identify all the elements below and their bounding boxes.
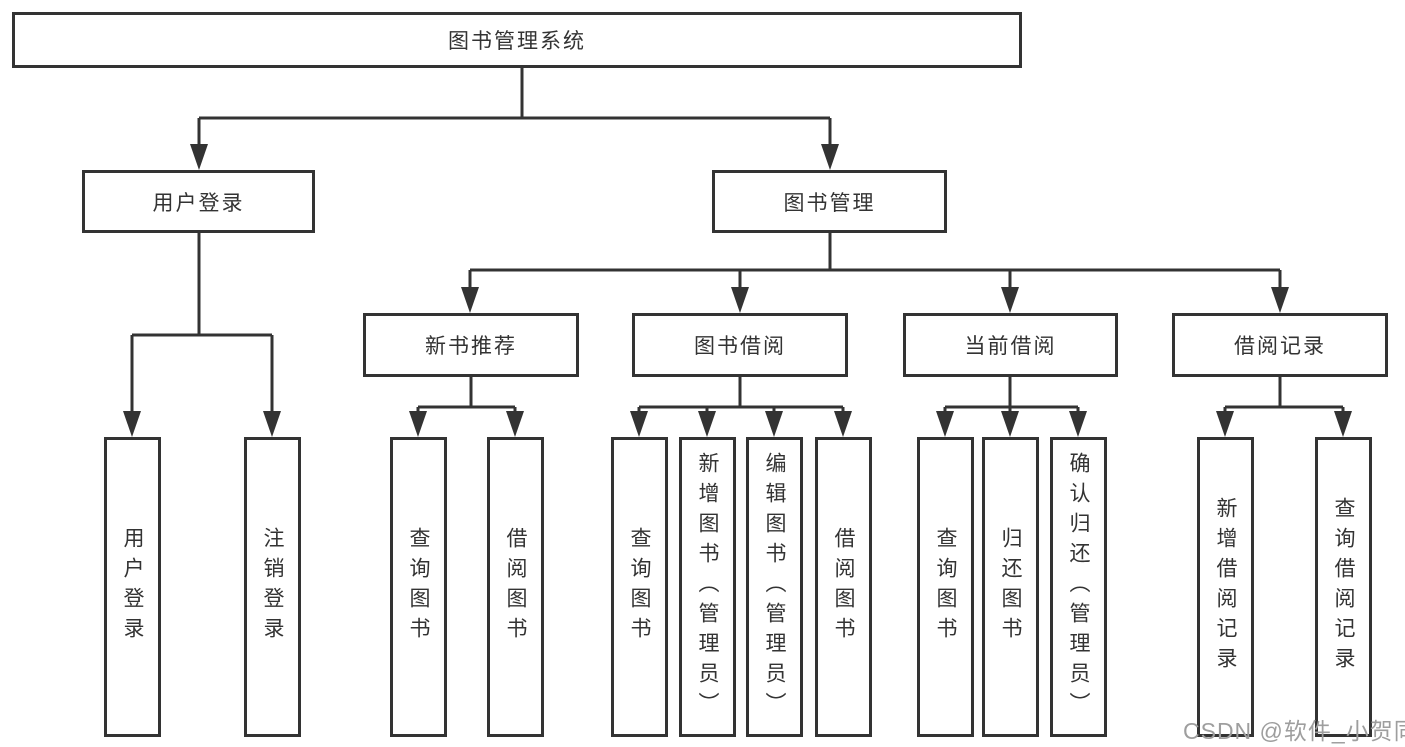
node-label: 借阅图书 (832, 527, 855, 647)
connector-user-login-split (123, 233, 281, 437)
arrowhead-down (123, 411, 141, 437)
node-label: 用户登录 (152, 191, 245, 215)
node-label: 查询图书 (934, 527, 957, 647)
node-label: 归还图书 (999, 527, 1022, 647)
leaf-current-confirm-return-admin: 确认归还（管理员） (1050, 437, 1107, 737)
leaf-add-borrow-record: 新增借阅记录 (1197, 437, 1254, 737)
arrowhead-down (263, 411, 281, 437)
node-label: 确认归还（管理员） (1067, 452, 1090, 722)
arrowhead-down (1271, 287, 1289, 313)
connector-current-borrow-split (936, 377, 1087, 437)
node-label: 用户登录 (121, 527, 144, 647)
node-label: 编辑图书（管理员） (763, 452, 786, 722)
arrowhead-down (834, 411, 852, 437)
arrowhead-down (506, 411, 524, 437)
arrowhead-down (461, 287, 479, 313)
node-book-borrowing: 图书借阅 (632, 313, 848, 377)
arrowhead-down (698, 411, 716, 437)
node-borrowing-records: 借阅记录 (1172, 313, 1388, 377)
connector-book-mgmt-split (461, 233, 1289, 313)
node-label: 查询图书 (628, 527, 651, 647)
node-label: 当前借阅 (964, 335, 1057, 358)
node-label: 注销登录 (261, 527, 284, 647)
arrowhead-down (1001, 287, 1019, 313)
leaf-user-login: 用户登录 (104, 437, 161, 737)
leaf-borrow-edit-books-admin: 编辑图书（管理员） (746, 437, 803, 737)
node-label: 图书管理 (783, 191, 876, 215)
node-label: 查询图书 (407, 527, 430, 647)
leaf-recommend-query-books: 查询图书 (390, 437, 447, 737)
leaf-borrow-borrow-books: 借阅图书 (815, 437, 872, 737)
node-label: 查询借阅记录 (1332, 497, 1355, 677)
node-label: 新增借阅记录 (1214, 497, 1237, 677)
arrowhead-down (731, 287, 749, 313)
leaf-query-borrow-record: 查询借阅记录 (1315, 437, 1372, 737)
leaf-borrow-add-books-admin: 新增图书（管理员） (679, 437, 736, 737)
arrowhead-down (190, 144, 208, 170)
node-current-borrowing: 当前借阅 (903, 313, 1118, 377)
leaf-current-return-books: 归还图书 (982, 437, 1039, 737)
node-user-login: 用户登录 (82, 170, 315, 233)
arrowhead-down (630, 411, 648, 437)
leaf-current-query-books: 查询图书 (917, 437, 974, 737)
node-label: 新增图书（管理员） (696, 452, 719, 722)
node-book-management: 图书管理 (712, 170, 947, 233)
leaf-recommend-borrow-books: 借阅图书 (487, 437, 544, 737)
connector-new-book-split (409, 377, 524, 437)
csdn-watermark: CSDN @软件_小贺同学 (1183, 718, 1405, 744)
arrowhead-down (1001, 411, 1019, 437)
node-label: 图书管理系统 (448, 30, 586, 53)
node-label: 图书借阅 (694, 335, 786, 358)
arrowhead-down (1216, 411, 1234, 437)
arrowhead-down (1069, 411, 1087, 437)
node-new-book-recommendation: 新书推荐 (363, 313, 579, 377)
connector-root-split (190, 68, 839, 170)
connector-borrow-records-split (1216, 377, 1352, 437)
node-label: 借阅记录 (1234, 335, 1326, 358)
connector-book-borrow-split (630, 377, 852, 437)
node-library-management-system: 图书管理系统 (12, 12, 1022, 68)
arrowhead-down (936, 411, 954, 437)
leaf-logout: 注销登录 (244, 437, 301, 737)
arrowhead-down (821, 144, 839, 170)
leaf-borrow-query-books: 查询图书 (611, 437, 668, 737)
node-label: 新书推荐 (425, 335, 517, 358)
arrowhead-down (409, 411, 427, 437)
arrowhead-down (765, 411, 783, 437)
arrowhead-down (1334, 411, 1352, 437)
node-label: 借阅图书 (504, 527, 527, 647)
